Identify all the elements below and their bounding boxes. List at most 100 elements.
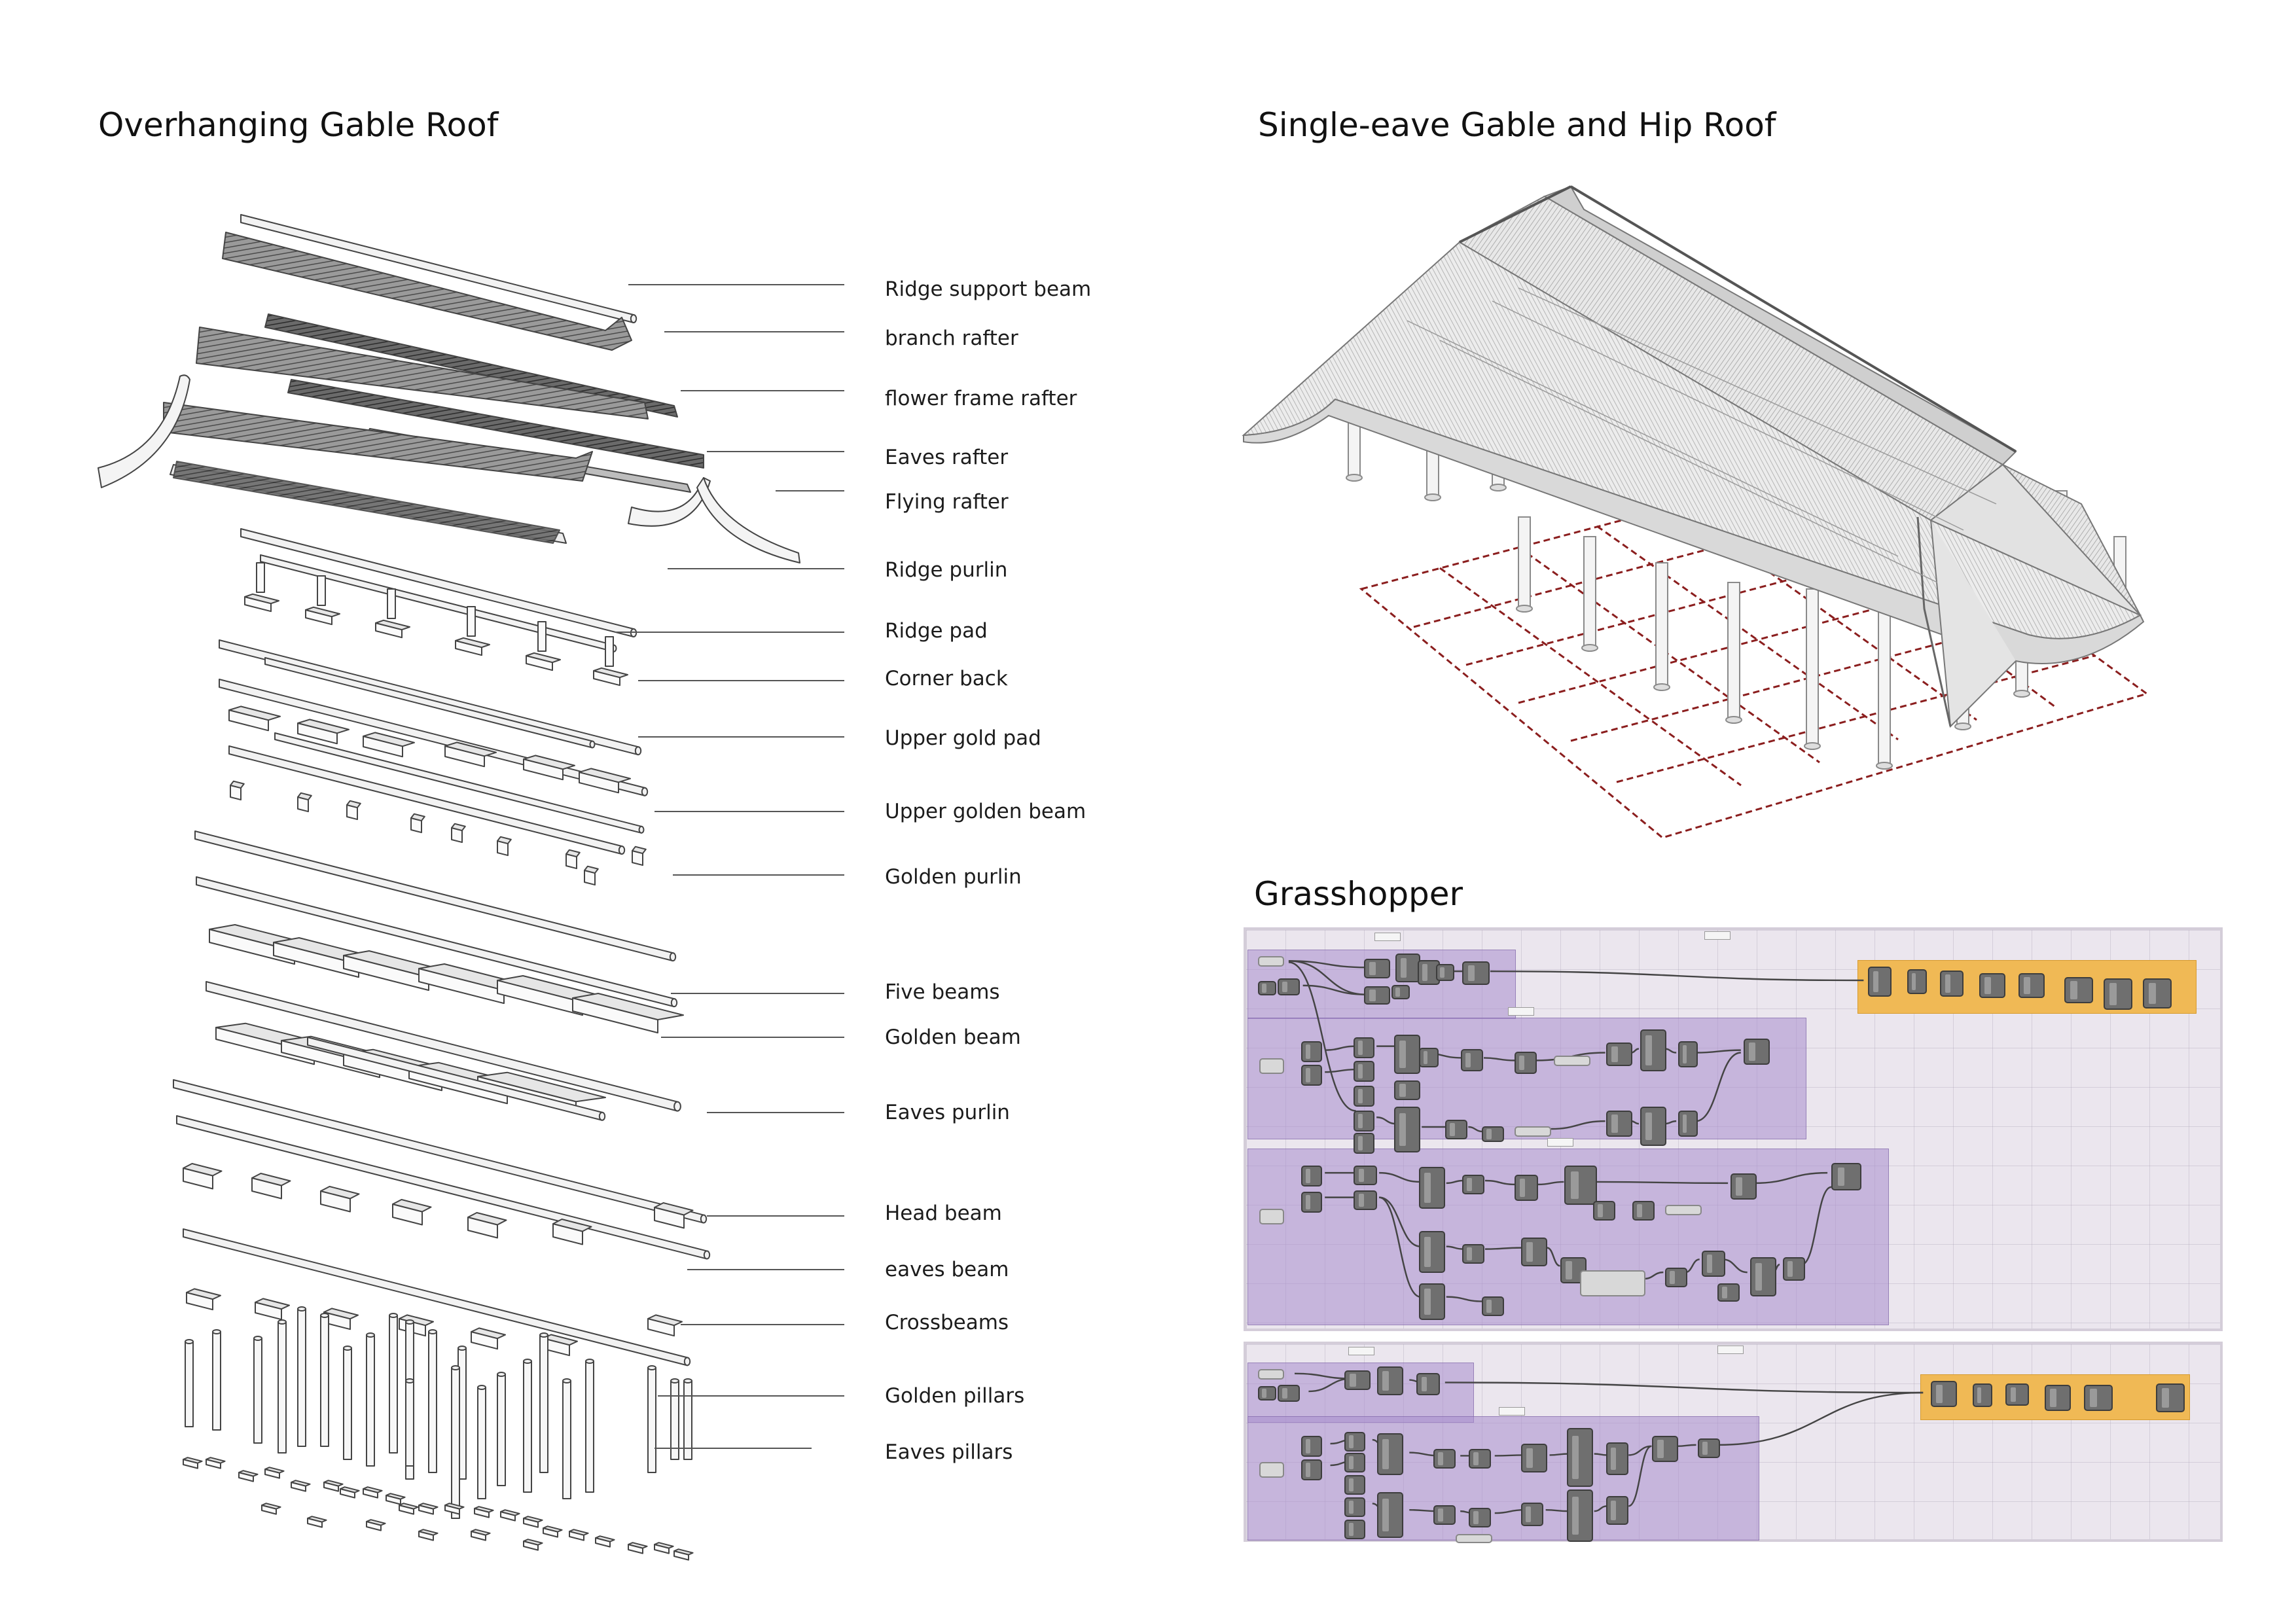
- gh-component[interactable]: [1419, 1167, 1445, 1209]
- gh-component[interactable]: [1354, 1166, 1377, 1185]
- gh-component[interactable]: [1462, 961, 1490, 985]
- gh-component[interactable]: [1354, 1111, 1374, 1132]
- gh-component[interactable]: [1456, 1534, 1492, 1543]
- gh-component[interactable]: [1433, 1449, 1456, 1469]
- gh-component[interactable]: [1258, 981, 1276, 995]
- gh-component[interactable]: [1593, 1201, 1615, 1221]
- gh-component[interactable]: [1377, 1492, 1403, 1538]
- gh-component[interactable]: [1973, 1383, 1992, 1407]
- gh-component[interactable]: [1278, 1385, 1300, 1402]
- gh-component[interactable]: [1515, 1175, 1538, 1201]
- gh-component[interactable]: [1652, 1436, 1678, 1462]
- gh-component[interactable]: [1258, 1369, 1284, 1380]
- gh-component[interactable]: [1416, 1373, 1440, 1395]
- gh-component[interactable]: [1354, 1190, 1377, 1210]
- gh-component[interactable]: [1482, 1296, 1504, 1316]
- gh-component[interactable]: [1831, 1163, 1861, 1190]
- gh-component[interactable]: [1678, 1041, 1698, 1067]
- gh-component[interactable]: [1567, 1428, 1593, 1487]
- gh-component[interactable]: [1940, 971, 1964, 997]
- gh-component[interactable]: [1419, 1048, 1439, 1067]
- gh-component[interactable]: [1258, 1386, 1276, 1400]
- gh-component[interactable]: [1521, 1238, 1547, 1266]
- gh-component[interactable]: [1301, 1166, 1322, 1186]
- gh-component[interactable]: [1354, 1037, 1374, 1058]
- gh-component[interactable]: [2156, 1383, 2185, 1412]
- gh-component[interactable]: [1301, 1459, 1322, 1480]
- gh-component[interactable]: [1394, 1080, 1420, 1100]
- gh-component[interactable]: [1394, 1035, 1420, 1074]
- gh-component[interactable]: [1461, 1049, 1483, 1071]
- gh-component[interactable]: [1445, 1120, 1467, 1139]
- gh-component[interactable]: [1301, 1041, 1322, 1062]
- gh-component[interactable]: [1554, 1056, 1590, 1066]
- gh-component[interactable]: [2084, 1385, 2113, 1411]
- gh-component[interactable]: [1567, 1489, 1593, 1542]
- gh-component[interactable]: [1377, 1433, 1403, 1475]
- gh-component[interactable]: [1436, 964, 1454, 981]
- gh-component[interactable]: [1301, 1192, 1322, 1213]
- gh-component[interactable]: [1717, 1283, 1740, 1302]
- gh-component[interactable]: [1521, 1503, 1543, 1526]
- gh-component[interactable]: [1344, 1520, 1365, 1539]
- gh-component[interactable]: [1564, 1166, 1597, 1205]
- gh-component[interactable]: [1515, 1126, 1551, 1137]
- gh-component[interactable]: [2064, 977, 2093, 1003]
- gh-component[interactable]: [1606, 1111, 1632, 1137]
- gh-component[interactable]: [2005, 1383, 2029, 1406]
- gh-component[interactable]: [1482, 1126, 1504, 1142]
- gh-component[interactable]: [1640, 1029, 1666, 1071]
- gh-component[interactable]: [1258, 956, 1284, 967]
- gh-component[interactable]: [1344, 1432, 1365, 1452]
- gh-component[interactable]: [1665, 1205, 1702, 1215]
- gh-component[interactable]: [1419, 1283, 1445, 1320]
- gh-component[interactable]: [1462, 1244, 1484, 1264]
- gh-component[interactable]: [1354, 1086, 1374, 1107]
- gh-component[interactable]: [1606, 1043, 1632, 1066]
- gh-component[interactable]: [1744, 1039, 1770, 1065]
- gh-component[interactable]: [1462, 1175, 1484, 1194]
- gh-component[interactable]: [1521, 1444, 1547, 1472]
- gh-component[interactable]: [1580, 1270, 1645, 1296]
- gh-component[interactable]: [1377, 1366, 1403, 1395]
- gh-component[interactable]: [1344, 1497, 1365, 1517]
- gh-component[interactable]: [1469, 1449, 1491, 1469]
- gh-component[interactable]: [2104, 978, 2132, 1010]
- gh-component[interactable]: [1344, 1475, 1365, 1495]
- gh-component[interactable]: [1979, 973, 2005, 998]
- gh-component[interactable]: [2045, 1385, 2071, 1411]
- gh-component[interactable]: [1354, 1061, 1374, 1082]
- gh-component[interactable]: [1868, 967, 1892, 997]
- gh-component[interactable]: [1640, 1107, 1666, 1146]
- gh-component[interactable]: [1698, 1438, 1720, 1458]
- gh-component[interactable]: [1391, 985, 1410, 999]
- gh-component[interactable]: [1678, 1111, 1698, 1137]
- gh-component[interactable]: [1931, 1381, 1957, 1407]
- gh-component[interactable]: [1278, 978, 1300, 995]
- gh-component[interactable]: [1665, 1268, 1687, 1287]
- gh-component[interactable]: [1301, 1436, 1322, 1457]
- gh-component[interactable]: [1259, 1058, 1284, 1074]
- gh-component[interactable]: [1354, 1133, 1374, 1154]
- gh-component[interactable]: [1606, 1442, 1628, 1475]
- gh-component[interactable]: [1419, 1231, 1445, 1273]
- gh-component[interactable]: [2143, 978, 2172, 1008]
- gh-component[interactable]: [1259, 1209, 1284, 1224]
- gh-component[interactable]: [1702, 1251, 1725, 1277]
- gh-component[interactable]: [2018, 973, 2045, 998]
- gh-component[interactable]: [1515, 1052, 1537, 1074]
- gh-component[interactable]: [1783, 1257, 1805, 1281]
- gh-component[interactable]: [1606, 1496, 1628, 1525]
- gh-component[interactable]: [1301, 1065, 1322, 1086]
- gh-component[interactable]: [1394, 1107, 1420, 1152]
- gh-component[interactable]: [1731, 1173, 1757, 1200]
- gh-component[interactable]: [1469, 1508, 1491, 1527]
- gh-component[interactable]: [1395, 954, 1420, 982]
- gh-component[interactable]: [1433, 1505, 1456, 1525]
- gh-component[interactable]: [1750, 1257, 1776, 1296]
- gh-component[interactable]: [1364, 959, 1390, 978]
- gh-component[interactable]: [1259, 1462, 1284, 1478]
- gh-component[interactable]: [1344, 1453, 1365, 1472]
- gh-component[interactable]: [1364, 986, 1390, 1005]
- gh-component[interactable]: [1632, 1201, 1655, 1221]
